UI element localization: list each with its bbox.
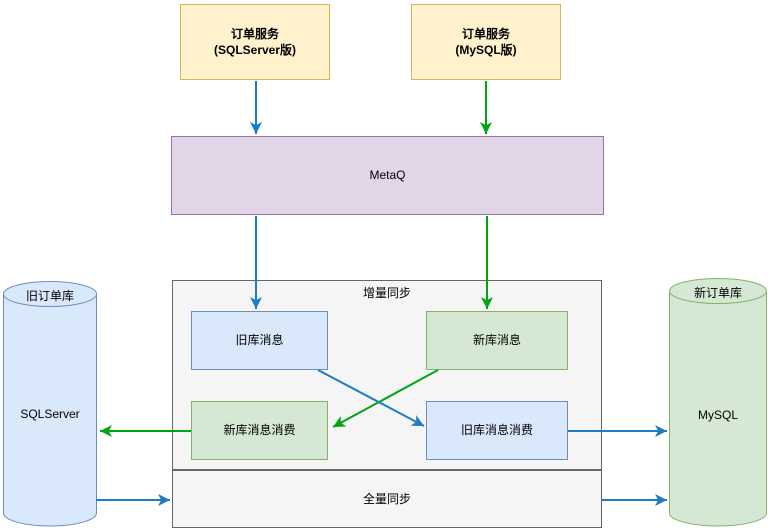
database-cylinder-icon — [669, 278, 767, 527]
order-service-mysql-line1: 订单服务 — [461, 26, 510, 41]
order-service-mysql-label: 订单服务 (MySQL版) — [455, 26, 516, 58]
order-service-mysql-line2: (MySQL版) — [455, 43, 517, 57]
old-db-message-box: 旧库消息 — [191, 311, 328, 370]
incremental-sync-label: 增量同步 — [362, 286, 411, 300]
old-order-db-cylinder: 旧订单库 SQLServer — [3, 281, 97, 527]
old-db-message-consumer-box: 旧库消息消费 — [426, 401, 568, 460]
order-service-mysql-box: 订单服务 (MySQL版) — [411, 4, 561, 80]
order-service-sqlserver-line2: (SQLServer版) — [213, 43, 297, 57]
metaq-box: MetaQ — [171, 136, 604, 215]
old-db-message-label: 旧库消息 — [235, 333, 284, 348]
order-service-sqlserver-label: 订单服务 (SQLServer版) — [214, 26, 296, 58]
order-service-sqlserver-line1: 订单服务 — [230, 26, 279, 41]
old-order-db-name: 旧订单库 — [25, 289, 74, 303]
old-db-message-consumer-label: 旧库消息消费 — [460, 423, 533, 438]
new-db-message-consumer-box: 新库消息消费 — [191, 401, 328, 460]
old-order-db-engine: SQLServer — [20, 407, 80, 421]
order-service-sqlserver-box: 订单服务 (SQLServer版) — [180, 4, 330, 80]
full-sync-container: 全量同步 — [172, 470, 602, 528]
new-db-message-label: 新库消息 — [472, 333, 521, 348]
new-db-message-consumer-label: 新库消息消费 — [223, 423, 296, 438]
full-sync-label: 全量同步 — [362, 491, 411, 506]
database-cylinder-icon — [3, 281, 97, 527]
new-order-db-name: 新订单库 — [693, 286, 742, 300]
new-db-message-box: 新库消息 — [426, 311, 568, 370]
metaq-label: MetaQ — [369, 168, 406, 183]
new-order-db-engine: MySQL — [697, 408, 738, 422]
new-order-db-cylinder: 新订单库 MySQL — [669, 278, 767, 527]
